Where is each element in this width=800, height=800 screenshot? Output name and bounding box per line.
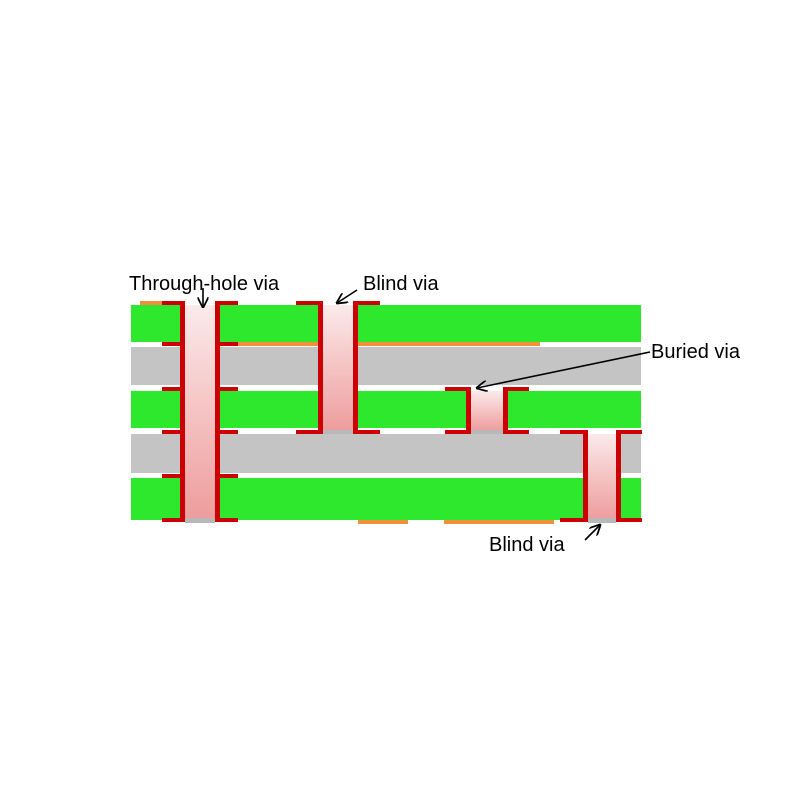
via-barrel: [323, 305, 353, 431]
blind-via-bottom: [560, 430, 642, 523]
via-barrel: [185, 305, 215, 520]
buried-via-label: Buried via: [651, 341, 740, 363]
copper-pads: [140, 301, 554, 524]
buried-via: [445, 387, 529, 434]
via-base: [323, 430, 353, 434]
arrow-icon: [337, 289, 358, 303]
via-barrel: [588, 434, 616, 520]
copper-pad: [140, 301, 180, 305]
through-hole-via-label: Through-hole via: [129, 273, 280, 295]
blind-via-top-label: Blind via: [363, 273, 439, 295]
leader-arrows: [203, 288, 651, 541]
through-hole-via: [162, 301, 238, 523]
blind-via-top: [296, 301, 380, 434]
copper-pad: [444, 520, 554, 524]
via-base: [185, 518, 215, 523]
blind-via-bottom-label: Blind via: [489, 534, 565, 556]
via-base: [588, 518, 616, 523]
copper-pad: [358, 520, 408, 524]
arrow-icon: [477, 351, 651, 388]
arrow-icon: [584, 525, 600, 541]
via-barrel: [471, 391, 503, 431]
via-base: [471, 430, 503, 434]
copper-pad: [232, 342, 540, 346]
